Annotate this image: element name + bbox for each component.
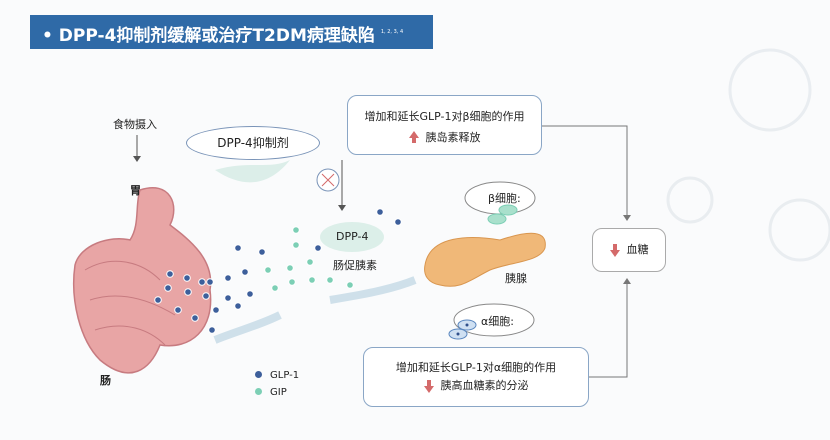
glp1-particle bbox=[202, 292, 210, 300]
glp1-particle bbox=[166, 270, 174, 278]
references: 1, 2, 3, 4 bbox=[380, 29, 404, 35]
dpp4-bubble bbox=[320, 222, 384, 252]
page-title: DPP-4抑制剂缓解或治疗T2DM病理缺陷 bbox=[58, 26, 375, 46]
background-molecule-decoration bbox=[666, 48, 830, 262]
dpp4-inhibitor-ellipse: DPP-4抑制剂 bbox=[186, 126, 320, 160]
beta-effect-line2: 胰岛素释放 bbox=[425, 131, 481, 144]
alpha-effect-line1: 增加和延长GLP-1对α细胞的作用 bbox=[395, 361, 557, 374]
legend-item-gip: GIP bbox=[255, 387, 299, 398]
glp1-particle bbox=[208, 326, 216, 334]
gip-particle bbox=[326, 276, 334, 284]
alpha-cell-label: α细胞: bbox=[481, 315, 514, 328]
glp1-particle bbox=[246, 290, 254, 298]
stomach-intestine-illustration bbox=[72, 187, 212, 374]
food-intake-label: 食物摄入 bbox=[113, 118, 157, 131]
glp1-particle bbox=[212, 306, 220, 314]
blood-glucose-label: 血糖 bbox=[626, 243, 649, 256]
bullet: • bbox=[42, 26, 59, 46]
glp1-particle bbox=[224, 274, 232, 282]
blood-glucose-box: 血糖 bbox=[592, 228, 666, 272]
glp1-particle bbox=[154, 296, 162, 304]
legend: GLP-1 GIP bbox=[255, 370, 299, 398]
arrow-up-icon bbox=[408, 131, 419, 143]
arrow-down-icon bbox=[423, 379, 434, 393]
gip-particle bbox=[306, 258, 314, 266]
glp1-particle bbox=[224, 294, 232, 302]
legend-item-glp1: GLP-1 bbox=[255, 370, 299, 381]
glp1-particle bbox=[234, 244, 242, 252]
legend-label: GLP-1 bbox=[270, 370, 300, 381]
glp1-particle bbox=[183, 274, 191, 282]
hormone-particles bbox=[154, 208, 402, 334]
glp1-particle bbox=[241, 268, 249, 276]
glp1-particle bbox=[376, 208, 384, 216]
pancreas-label: 胰腺 bbox=[505, 272, 527, 285]
dpp4-label: DPP-4 bbox=[336, 230, 369, 243]
arrow-down-icon bbox=[609, 243, 620, 257]
glp1-particle bbox=[394, 218, 402, 226]
glp1-particle bbox=[206, 278, 214, 286]
beta-cell-label: β细胞: bbox=[488, 192, 521, 205]
title-bar: • DPP-4抑制剂缓解或治疗T2DM病理缺陷 1, 2, 3, 4 bbox=[30, 15, 433, 49]
glp1-particle bbox=[184, 288, 192, 296]
glp1-particle bbox=[164, 284, 172, 292]
glp1-particle bbox=[174, 306, 182, 314]
pancreas-illustration bbox=[424, 232, 546, 287]
glp1-particle bbox=[191, 314, 199, 322]
beta-effect-line1: 增加和延长GLP-1对β细胞的作用 bbox=[364, 110, 525, 123]
beta-effect-box: 增加和延长GLP-1对β细胞的作用 胰岛素释放 bbox=[347, 95, 542, 155]
gip-particle bbox=[288, 278, 296, 286]
gip-particle bbox=[292, 226, 300, 234]
gip-particle bbox=[264, 266, 272, 274]
alpha-effect-line2: 胰高血糖素的分泌 bbox=[440, 379, 529, 392]
gip-particle bbox=[292, 241, 300, 249]
legend-label: GIP bbox=[270, 387, 287, 398]
gip-particle bbox=[271, 284, 279, 292]
intestine-label: 肠 bbox=[100, 374, 111, 387]
gip-particle bbox=[286, 264, 294, 272]
alpha-effect-box: 增加和延长GLP-1对α细胞的作用 胰高血糖素的分泌 bbox=[363, 347, 589, 407]
incretin-label: 肠促胰素 bbox=[333, 259, 377, 272]
gip-particle bbox=[308, 276, 316, 284]
glp1-particle bbox=[258, 248, 266, 256]
glp1-particle bbox=[198, 278, 206, 286]
gip-particle bbox=[346, 281, 354, 289]
stomach-label: 胃 bbox=[130, 184, 141, 197]
flow-swoosh bbox=[215, 160, 290, 183]
glp1-particle bbox=[234, 302, 242, 310]
glp1-particle bbox=[314, 244, 322, 252]
